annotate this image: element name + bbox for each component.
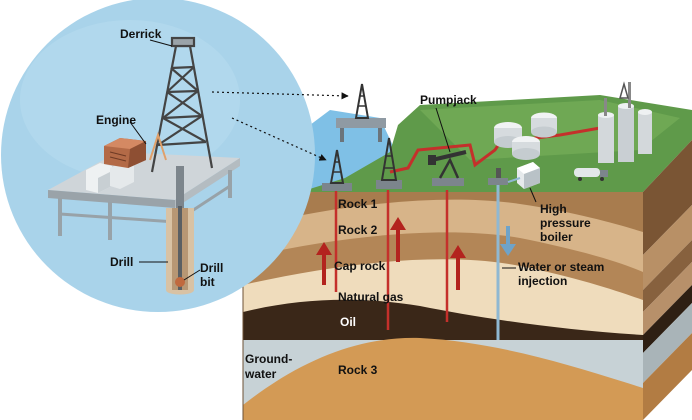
label-boiler-line3: boiler [540, 230, 573, 244]
label-drill: Drill [110, 255, 133, 269]
label-oil: Oil [340, 315, 356, 329]
boiler-box [507, 162, 540, 189]
label-boiler-line2: pressure [540, 216, 591, 230]
rock3-layer [243, 337, 643, 420]
label-derrick: Derrick [120, 27, 162, 41]
tanker-truck [574, 168, 608, 181]
migration-arrows [316, 217, 466, 290]
pumpjack [428, 150, 467, 186]
label-engine: Engine [96, 113, 136, 127]
drill-bit [175, 277, 185, 287]
label-groundwater-line2: water [244, 367, 277, 381]
label-groundwater-line1: Ground- [245, 352, 292, 366]
label-drill-bit-line2: bit [200, 275, 215, 289]
label-rock2: Rock 2 [338, 223, 378, 237]
label-natural-gas: Natural gas [338, 290, 404, 304]
terrain-block [242, 95, 692, 420]
label-injection-line2: injection [518, 274, 567, 288]
injection-wellhead [488, 168, 508, 185]
labels: Derrick Engine Drill Drill bit Pumpjack … [96, 27, 604, 381]
arrow-up-2 [390, 217, 406, 262]
label-drill-bit-line1: Drill [200, 261, 223, 275]
land-derrick-2 [376, 137, 402, 189]
engine-drive-belt [149, 131, 167, 161]
arrow-up-3 [450, 245, 466, 290]
surface-pipeline [389, 126, 601, 174]
refinery [598, 81, 652, 163]
derrick-tower [150, 36, 214, 173]
block-front-face [243, 192, 643, 420]
label-pumpjack: Pumpjack [420, 93, 477, 107]
leader-lines [129, 39, 537, 281]
arrow-down-injection [500, 226, 516, 256]
storage-tanks [494, 112, 557, 160]
offshore-platform [336, 83, 386, 142]
label-rock3: Rock 3 [338, 363, 378, 377]
connector-arrows [211, 91, 349, 161]
label-boiler-line1: High [540, 202, 567, 216]
well-pipes [334, 182, 500, 340]
block-side-face [643, 140, 692, 420]
label-rock1: Rock 1 [338, 197, 378, 211]
drill-assembly [166, 166, 194, 295]
label-cap-rock: Cap rock [334, 259, 386, 273]
arrow-up-1 [316, 242, 332, 285]
shore-derrick-1 [322, 149, 352, 191]
label-injection-line1: Water or steam [518, 260, 604, 274]
engine [104, 138, 146, 168]
